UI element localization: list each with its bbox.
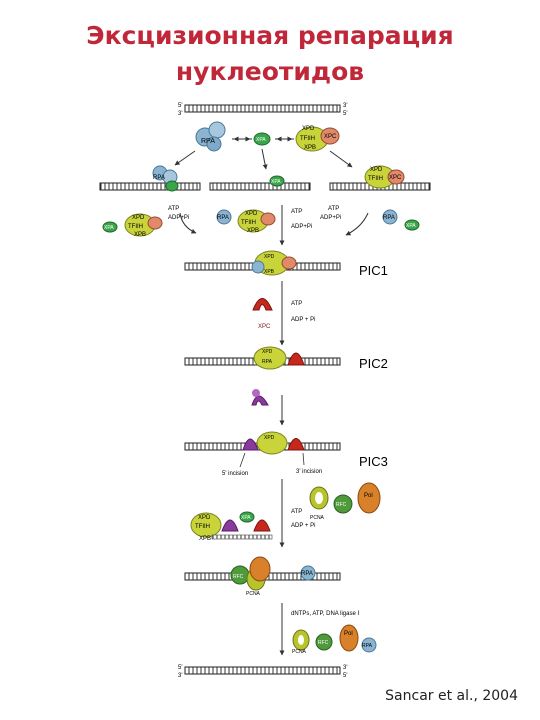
adp-pi-label: ADP+Pi xyxy=(291,224,312,230)
five-prime-label: 5' xyxy=(343,111,347,117)
three-prime-incision-label: 3' incision xyxy=(296,469,322,475)
adp-pi-label: ADP + Pi xyxy=(291,523,315,529)
tfiih-label: TFIIH xyxy=(128,224,143,230)
polymerization-label: dNTPs, ATP, DNA ligase I xyxy=(291,611,359,617)
assembly-center: RPA XPD TFIIH XPB ATP ADP+Pi xyxy=(216,205,312,246)
dna-intermediate-center: XPA xyxy=(209,175,311,191)
dna-intermediate-right: XPD TFIIH XPC xyxy=(329,165,431,191)
five-prime-label: 5' xyxy=(178,665,182,671)
tfiih-label: TFIIH xyxy=(195,524,210,530)
xpb-label: XPB xyxy=(264,269,275,275)
pol-label: Pol xyxy=(344,631,353,637)
rpa-label: RPA xyxy=(262,359,273,365)
pathway-arrow xyxy=(174,150,196,166)
xpd-label: XPD xyxy=(370,167,383,173)
slide-title-line-1: Эксцизионная репарация xyxy=(86,21,454,50)
three-prime-label: 3' xyxy=(343,103,347,109)
xpc-label: XPC xyxy=(389,175,402,181)
assembly-right: ATP ADP+Pi RPA XPA xyxy=(320,206,420,236)
ner-pathway-diagram: 5' 3' 3' 5' RPA XPA XPD TFIIH XPB XPC RP… xyxy=(99,103,431,679)
rpa-label: RPA xyxy=(362,643,373,649)
tfiih-label: TFIIH xyxy=(300,136,315,142)
dna-duplex-repaired: 5' 3' 3' 5' xyxy=(178,665,347,679)
xpa-label: XPA xyxy=(256,137,266,143)
xpa-protein: XPA xyxy=(253,132,271,146)
xpa-label: XPA xyxy=(241,515,251,521)
xpf-ercc1 xyxy=(251,389,269,406)
xpd-label: XPD xyxy=(262,349,273,355)
xpa-label: XPA xyxy=(271,179,281,185)
pcna-label: PCNA xyxy=(310,515,325,521)
rpa-label: RPA xyxy=(301,571,313,577)
xpc-release: XPC ATP ADP + Pi xyxy=(252,298,315,330)
adp-pi-label: ADP+Pi xyxy=(320,215,341,221)
rpa-label: RPA xyxy=(201,138,215,145)
xpd-label: XPD xyxy=(245,211,258,217)
atp-label: ATP xyxy=(328,206,339,212)
pic2-complex: XPD RPA PIC2 xyxy=(184,346,388,371)
rpa-label: RPA xyxy=(217,215,229,221)
pcna-label: PCNA xyxy=(292,649,307,655)
gap-filling-complex: RFC PCNA RPA xyxy=(184,556,341,597)
rfc-label: RFC xyxy=(318,640,329,646)
xpd-label: XPD xyxy=(302,126,315,132)
three-prime-label: 3' xyxy=(178,111,182,117)
adp-pi-label: ADP + Pi xyxy=(291,317,315,323)
tfiih-xpc-complex: XPD TFIIH XPB XPC xyxy=(295,126,340,152)
rpa-complex: RPA xyxy=(195,121,226,152)
xpd-label: XPD xyxy=(198,515,211,521)
atp-label: ATP xyxy=(291,209,302,215)
xpd-label: XPD xyxy=(264,435,275,441)
dna-intermediate-left: RPA xyxy=(99,165,201,192)
rfc-label: RFC xyxy=(336,502,347,508)
atp-label: ATP xyxy=(168,206,179,212)
pic3-label: PIC3 xyxy=(359,454,388,469)
citation: Sancar et al., 2004 xyxy=(385,688,518,704)
three-prime-label: 3' xyxy=(178,673,182,679)
xpc-label: XPC xyxy=(258,324,271,330)
rpa-label: RPA xyxy=(383,215,395,221)
excision-products: XPD TFIIH XPB XPA ATP ADP + Pi xyxy=(190,509,315,542)
tfiih-label: TFIIH xyxy=(368,176,383,182)
tfiih-label: TFIIH xyxy=(241,220,256,226)
repair-synthesis-factors: PCNA RFC Pol xyxy=(309,482,381,521)
five-prime-label: 5' xyxy=(343,673,347,679)
rfc-label: RFC xyxy=(233,574,244,580)
pcna-label: PCNA xyxy=(246,591,261,597)
xpc-label: XPC xyxy=(324,134,337,140)
rpa-label: RPA xyxy=(153,175,165,181)
ligation-step: dNTPs, ATP, DNA ligase I PCNA RFC Pol RP… xyxy=(291,611,377,655)
atp-label: ATP xyxy=(291,301,302,307)
xpd-label: XPD xyxy=(132,215,145,221)
xpb-label: XPB xyxy=(134,232,146,238)
xpb-label: XPB xyxy=(247,228,259,234)
pol-label: Pol xyxy=(364,493,373,499)
pathway-arrow xyxy=(261,148,268,170)
xpa-label: XPA xyxy=(406,223,416,229)
xpa-label: XPA xyxy=(104,225,114,231)
xpb-label: XPB xyxy=(304,145,316,151)
pic3-complex: XPD PIC3 5' incision 3' incision xyxy=(184,431,388,477)
dna-duplex-top: 5' 3' 3' 5' xyxy=(178,103,347,117)
xpb-label: XPB xyxy=(199,536,211,542)
five-prime-label: 5' xyxy=(178,103,182,109)
atp-label: ATP xyxy=(291,509,302,515)
three-prime-label: 3' xyxy=(343,665,347,671)
pic2-label: PIC2 xyxy=(359,356,388,371)
pic1-complex: XPD XPB PIC1 xyxy=(184,250,388,278)
adp-pi-label: ADP+Pi xyxy=(168,215,189,221)
five-prime-incision-label: 5' incision xyxy=(222,471,248,477)
pic1-label: PIC1 xyxy=(359,263,388,278)
pathway-arrow xyxy=(329,150,353,168)
assembly-left: XPA XPD TFIIH XPB ATP ADP+Pi xyxy=(102,206,197,238)
xpd-label: XPD xyxy=(264,254,275,260)
slide-title-line-2: нуклеотидов xyxy=(175,57,365,86)
